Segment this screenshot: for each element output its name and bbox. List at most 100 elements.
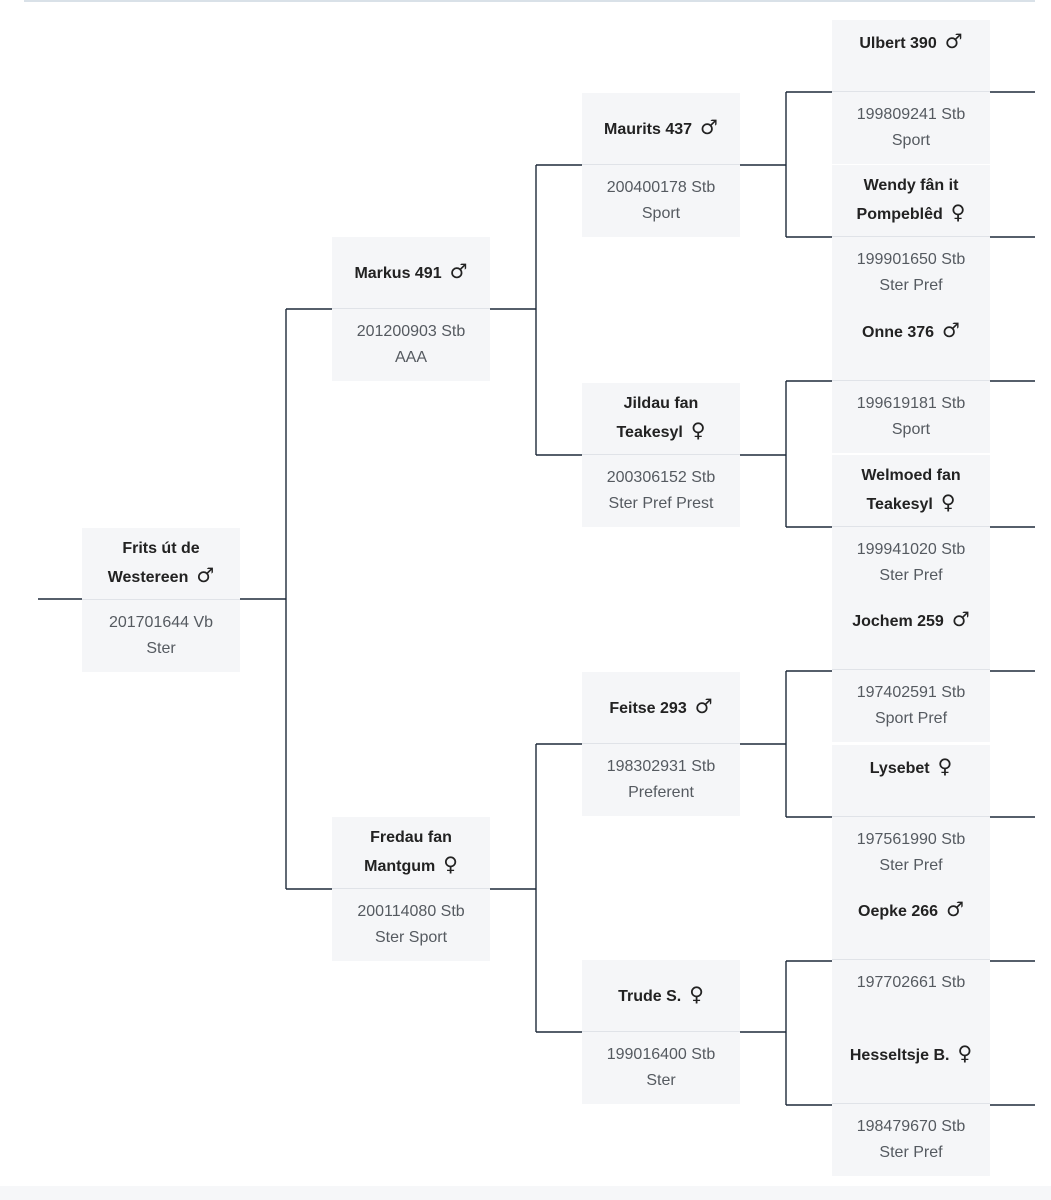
horse-name[interactable]: Lysebet ♀ [832, 745, 990, 817]
pedigree-card-sire-dam[interactable]: Jildau fan Teakesyl ♀ 200306152 Stb Ster … [582, 383, 740, 527]
horse-name[interactable]: Jildau fan Teakesyl ♀ [582, 383, 740, 455]
horse-name[interactable]: Fredau fan Mantgum♀ [332, 817, 490, 889]
horse-name-line1: Hesseltsje B. [849, 1047, 950, 1064]
horse-name-line1: Trude S. [618, 988, 682, 1005]
male-icon: ♂ [942, 318, 960, 342]
male-icon: ♂ [951, 607, 970, 631]
predicate-label: Ster Pref Prest [608, 495, 714, 512]
horse-name-line1: Wendy fân it [863, 177, 959, 194]
horse-name-line1: Frits út de [122, 540, 200, 557]
horse-name-line1: Onne 376 [862, 324, 935, 341]
registration-number: 197702661 Stb [856, 974, 966, 991]
predicate-label: Ster Pref [879, 277, 943, 294]
predicate-label: Sport [641, 205, 681, 222]
pedigree-card-sire-sire[interactable]: Maurits 437 ♂ 200400178 Stb Sport [582, 93, 740, 237]
registration-number: 199809241 Stb [856, 106, 966, 123]
horse-name-line1: Markus 491 [354, 265, 442, 282]
pedigree-card-dd-sire[interactable]: Oepke 266♂ 197702661 Stb [832, 888, 990, 1032]
pedigree-card-ss-dam[interactable]: Wendy fân it Pompeblêd ♀ 199901650 Stb St… [832, 165, 990, 309]
female-icon: ♀ [937, 754, 953, 778]
predicate-label: Ster Pref [879, 567, 943, 584]
horse-name-line1: Jildau fan [623, 395, 699, 412]
bottom-scroll-shadow [0, 1186, 1051, 1200]
registration-number: 197561990 Stb [856, 831, 966, 848]
horse-name-line1: Welmoed fan [861, 467, 961, 484]
pedigree-card-dam-sire[interactable]: Feitse 293 ♂ 198302931 Stb Preferent [582, 672, 740, 816]
registration-number: 201701644 Vb [108, 614, 214, 631]
pedigree-card-sire[interactable]: Markus 491 ♂ 201200903 Stb AAA [332, 237, 490, 381]
male-icon: ♂ [700, 115, 718, 139]
predicate-label: Sport [891, 132, 931, 149]
predicate-label: AAA [394, 349, 427, 366]
horse-name[interactable]: Frits út de Westereen ♂ [82, 528, 240, 600]
horse-name[interactable]: Markus 491 ♂ [332, 237, 490, 309]
horse-name-line2: Teakesyl [616, 424, 683, 441]
pedigree-card-sd-sire[interactable]: Onne 376 ♂ 199619181 Stb Sport [832, 309, 990, 453]
male-icon: ♂ [449, 259, 468, 283]
registration-number: 199619181 Stb [856, 395, 966, 412]
horse-info: 200306152 Stb Ster Pref Prest [582, 455, 740, 527]
registration-number: 197402591 Stb [856, 684, 966, 701]
registration-number: 199901650 Stb [856, 251, 966, 268]
predicate-label: Preferent [628, 784, 694, 801]
predicate-label: Sport [891, 421, 931, 438]
pedigree-card-subject[interactable]: Frits út de Westereen ♂ 201701644 Vb Ster [82, 528, 240, 672]
horse-info: 198302931 Stb Preferent [582, 744, 740, 816]
horse-info: 200114080 Stb Ster Sport [332, 889, 490, 961]
horse-name-line2: Pompeblêd [856, 206, 943, 223]
horse-name-line2: Westereen [107, 569, 189, 586]
predicate-label: Ster Pref [879, 857, 943, 874]
female-icon: ♀ [443, 852, 458, 876]
female-icon: ♀ [689, 982, 704, 1006]
horse-name[interactable]: Welmoed fan Teakesyl ♀ [832, 455, 990, 527]
registration-number: 198302931 Stb [606, 758, 716, 775]
horse-info: 198479670 Stb Ster Pref [832, 1104, 990, 1176]
female-icon: ♀ [957, 1041, 973, 1065]
female-icon: ♀ [950, 200, 966, 224]
horse-info: 197561990 Stb Ster Pref [832, 817, 990, 889]
registration-number: 201200903 Stb [356, 323, 466, 340]
pedigree-card-dam-dam[interactable]: Trude S. ♀ 199016400 Stb Ster [582, 960, 740, 1104]
predicate-label: Ster Sport [374, 929, 448, 946]
horse-info: 201200903 Stb AAA [332, 309, 490, 381]
horse-name[interactable]: Trude S. ♀ [582, 960, 740, 1032]
registration-number: 199941020 Stb [856, 541, 966, 558]
pedigree-card-dam[interactable]: Fredau fan Mantgum♀ 200114080 Stb Ster S… [332, 817, 490, 961]
horse-name[interactable]: Wendy fân it Pompeblêd ♀ [832, 165, 990, 237]
horse-name-line2: Teakesyl [866, 496, 933, 513]
horse-name[interactable]: Feitse 293 ♂ [582, 672, 740, 744]
predicate-label: Sport Pref [874, 710, 948, 727]
female-icon: ♀ [690, 418, 706, 442]
horse-name-line1: Fredau fan [370, 829, 452, 846]
horse-name-line1: Lysebet [869, 760, 930, 777]
horse-name[interactable]: Maurits 437 ♂ [582, 93, 740, 165]
pedigree-card-ds-dam[interactable]: Lysebet ♀ 197561990 Stb Ster Pref [832, 745, 990, 889]
horse-info: 199941020 Stb Ster Pref [832, 527, 990, 599]
registration-number: 198479670 Stb [856, 1118, 966, 1135]
horse-name-line1: Jochem 259 [852, 613, 944, 630]
predicate-label: Ster [646, 1072, 676, 1089]
male-icon: ♂ [694, 694, 713, 718]
male-icon: ♂ [946, 897, 964, 921]
male-icon: ♂ [196, 563, 215, 587]
predicate-label: Ster Pref [879, 1144, 943, 1161]
female-icon: ♀ [940, 490, 956, 514]
horse-name-line1: Feitse 293 [609, 700, 687, 717]
registration-number: 200400178 Stb [606, 179, 716, 196]
horse-info: 199619181 Stb Sport [832, 381, 990, 453]
pedigree-card-dd-dam[interactable]: Hesseltsje B. ♀ 198479670 Stb Ster Pref [832, 1032, 990, 1176]
horse-info: 199016400 Stb Ster [582, 1032, 740, 1104]
pedigree-card-ss-sire[interactable]: Ulbert 390♂ 199809241 Stb Sport [832, 20, 990, 164]
horse-name[interactable]: Oepke 266♂ [832, 888, 990, 960]
horse-name[interactable]: Onne 376 ♂ [832, 309, 990, 381]
horse-info: 201701644 Vb Ster [82, 600, 240, 672]
pedigree-card-sd-dam[interactable]: Welmoed fan Teakesyl ♀ 199941020 Stb Ster… [832, 455, 990, 599]
pedigree-card-ds-sire[interactable]: Jochem 259 ♂ 197402591 Stb Sport Pref [832, 598, 990, 742]
horse-name-line1: Maurits 437 [604, 121, 693, 138]
horse-info: 197702661 Stb [832, 960, 990, 1032]
horse-name[interactable]: Hesseltsje B. ♀ [832, 1032, 990, 1104]
top-divider [24, 0, 1035, 2]
horse-name[interactable]: Ulbert 390♂ [832, 20, 990, 92]
horse-name[interactable]: Jochem 259 ♂ [832, 598, 990, 670]
